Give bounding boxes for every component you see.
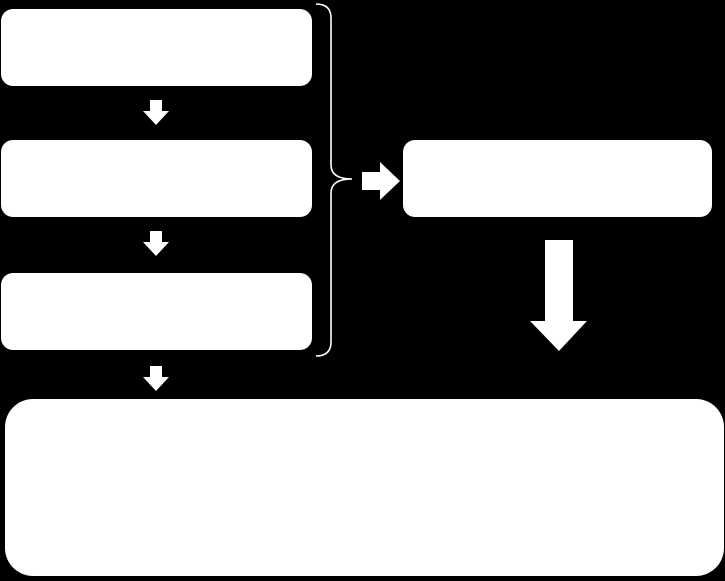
- right-arrow-icon: [362, 162, 400, 200]
- large-down-arrow-icon: [530, 240, 587, 351]
- down-arrow-icon: [143, 366, 169, 391]
- down-arrow-icon: [143, 231, 169, 256]
- final-output-box: [5, 399, 724, 576]
- right-curly-brace-icon: [315, 3, 353, 357]
- process-box-step-1: [1, 9, 312, 86]
- process-box-step-3: [1, 273, 312, 350]
- process-box-step-2: [1, 140, 312, 217]
- result-box: [403, 140, 712, 217]
- down-arrow-icon: [143, 100, 169, 125]
